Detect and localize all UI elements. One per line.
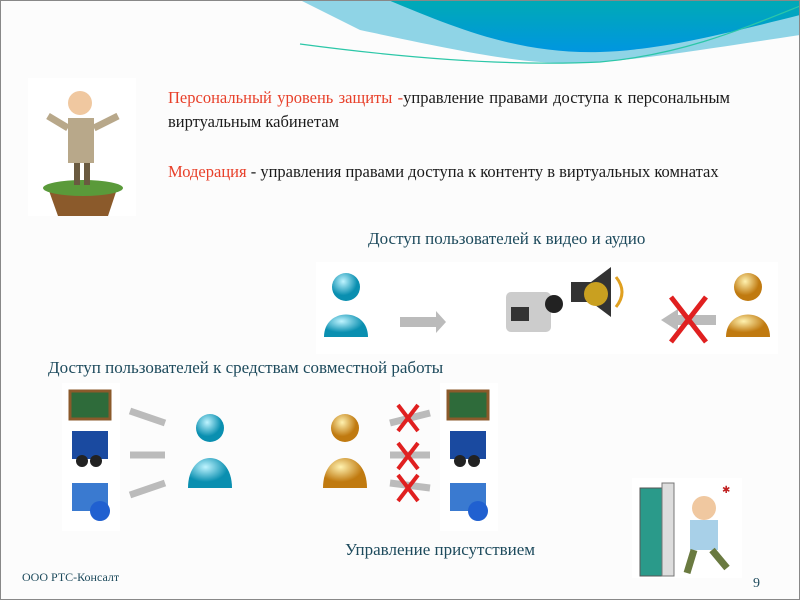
header-wave-decoration — [299, 0, 800, 64]
moderation-text: - управления правами доступа к контенту … — [246, 162, 719, 181]
monitor-binoculars-icon — [72, 431, 108, 467]
chalkboard-icon — [446, 389, 490, 421]
gold-user-icon — [726, 273, 770, 337]
svg-text:✱: ✱ — [722, 485, 730, 496]
cartoon-man-on-cliff-image — [28, 78, 136, 216]
collaboration-access-diagram — [62, 383, 498, 531]
moderation-paragraph: Модерация - управления правами доступа к… — [168, 160, 730, 184]
denied-x-icon — [396, 403, 420, 503]
arrow-icon — [128, 407, 167, 427]
chalkboard-icon — [68, 389, 112, 421]
page-number: 9 — [753, 576, 760, 591]
gold-user-icon — [323, 414, 367, 488]
moderation-term: Модерация — [168, 162, 247, 181]
presence-heading: Управление присутствием — [345, 540, 536, 559]
arrow-right-icon — [400, 311, 446, 333]
blue-user-icon — [324, 273, 368, 337]
cartoon-door-presence-image: ✱ — [632, 478, 742, 578]
video-audio-heading: Доступ пользователей к видео и аудио — [368, 229, 646, 248]
blue-user-icon — [188, 414, 232, 488]
speaker-icon — [571, 267, 624, 317]
monitor-globe-icon — [450, 483, 488, 521]
video-audio-access-diagram — [316, 262, 778, 354]
footer-company: ООО РТС-Консалт — [22, 570, 120, 584]
personal-protection-term: Персональный уровень защиты - — [168, 88, 404, 107]
monitor-binoculars-icon — [450, 431, 486, 467]
personal-protection-paragraph: Персональный уровень защиты -управление … — [168, 86, 730, 134]
arrow-icon — [128, 479, 167, 499]
personal-protection-text: управление правами доступа к персональны… — [168, 88, 730, 131]
denied-x-icon — [669, 295, 708, 344]
collaboration-heading: Доступ пользователей к средствам совмест… — [48, 358, 444, 377]
video-camera-icon — [506, 292, 563, 332]
monitor-globe-icon — [72, 483, 110, 521]
